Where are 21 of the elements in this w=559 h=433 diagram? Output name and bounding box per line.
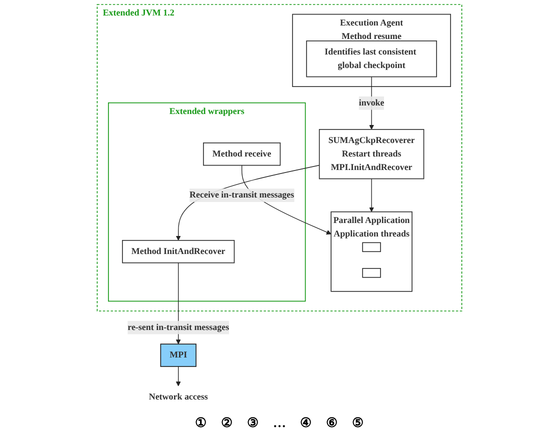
step-number: ④ <box>300 415 312 431</box>
edge-label: re-sent in-transit messages <box>128 322 230 332</box>
node-box: MPI <box>160 344 196 367</box>
step-number: ② <box>221 415 233 431</box>
step-number: ① <box>195 415 207 431</box>
node-box: Method InitAndRecover <box>122 240 235 264</box>
arrow <box>176 366 181 386</box>
arrow <box>369 178 374 212</box>
node-box: Method receive <box>203 142 281 166</box>
cluster: Parallel Application Application threads <box>330 211 412 292</box>
step-number: … <box>273 415 286 431</box>
node-box: SUMAgCkpRecoverer Restart threads MPI.InitAndRecover <box>318 129 424 180</box>
step-number: ③ <box>247 415 259 431</box>
node-box: Identifies last consistent global checkpoint <box>306 40 437 78</box>
step-number: ⑥ <box>326 415 338 431</box>
node-text: Network access <box>148 392 208 402</box>
edge-label: invoke <box>358 98 384 108</box>
node-box <box>362 242 381 252</box>
step-number: ⑤ <box>352 415 364 431</box>
node-box <box>362 268 381 278</box>
edge-label: Receive in-transit messages <box>190 190 294 200</box>
